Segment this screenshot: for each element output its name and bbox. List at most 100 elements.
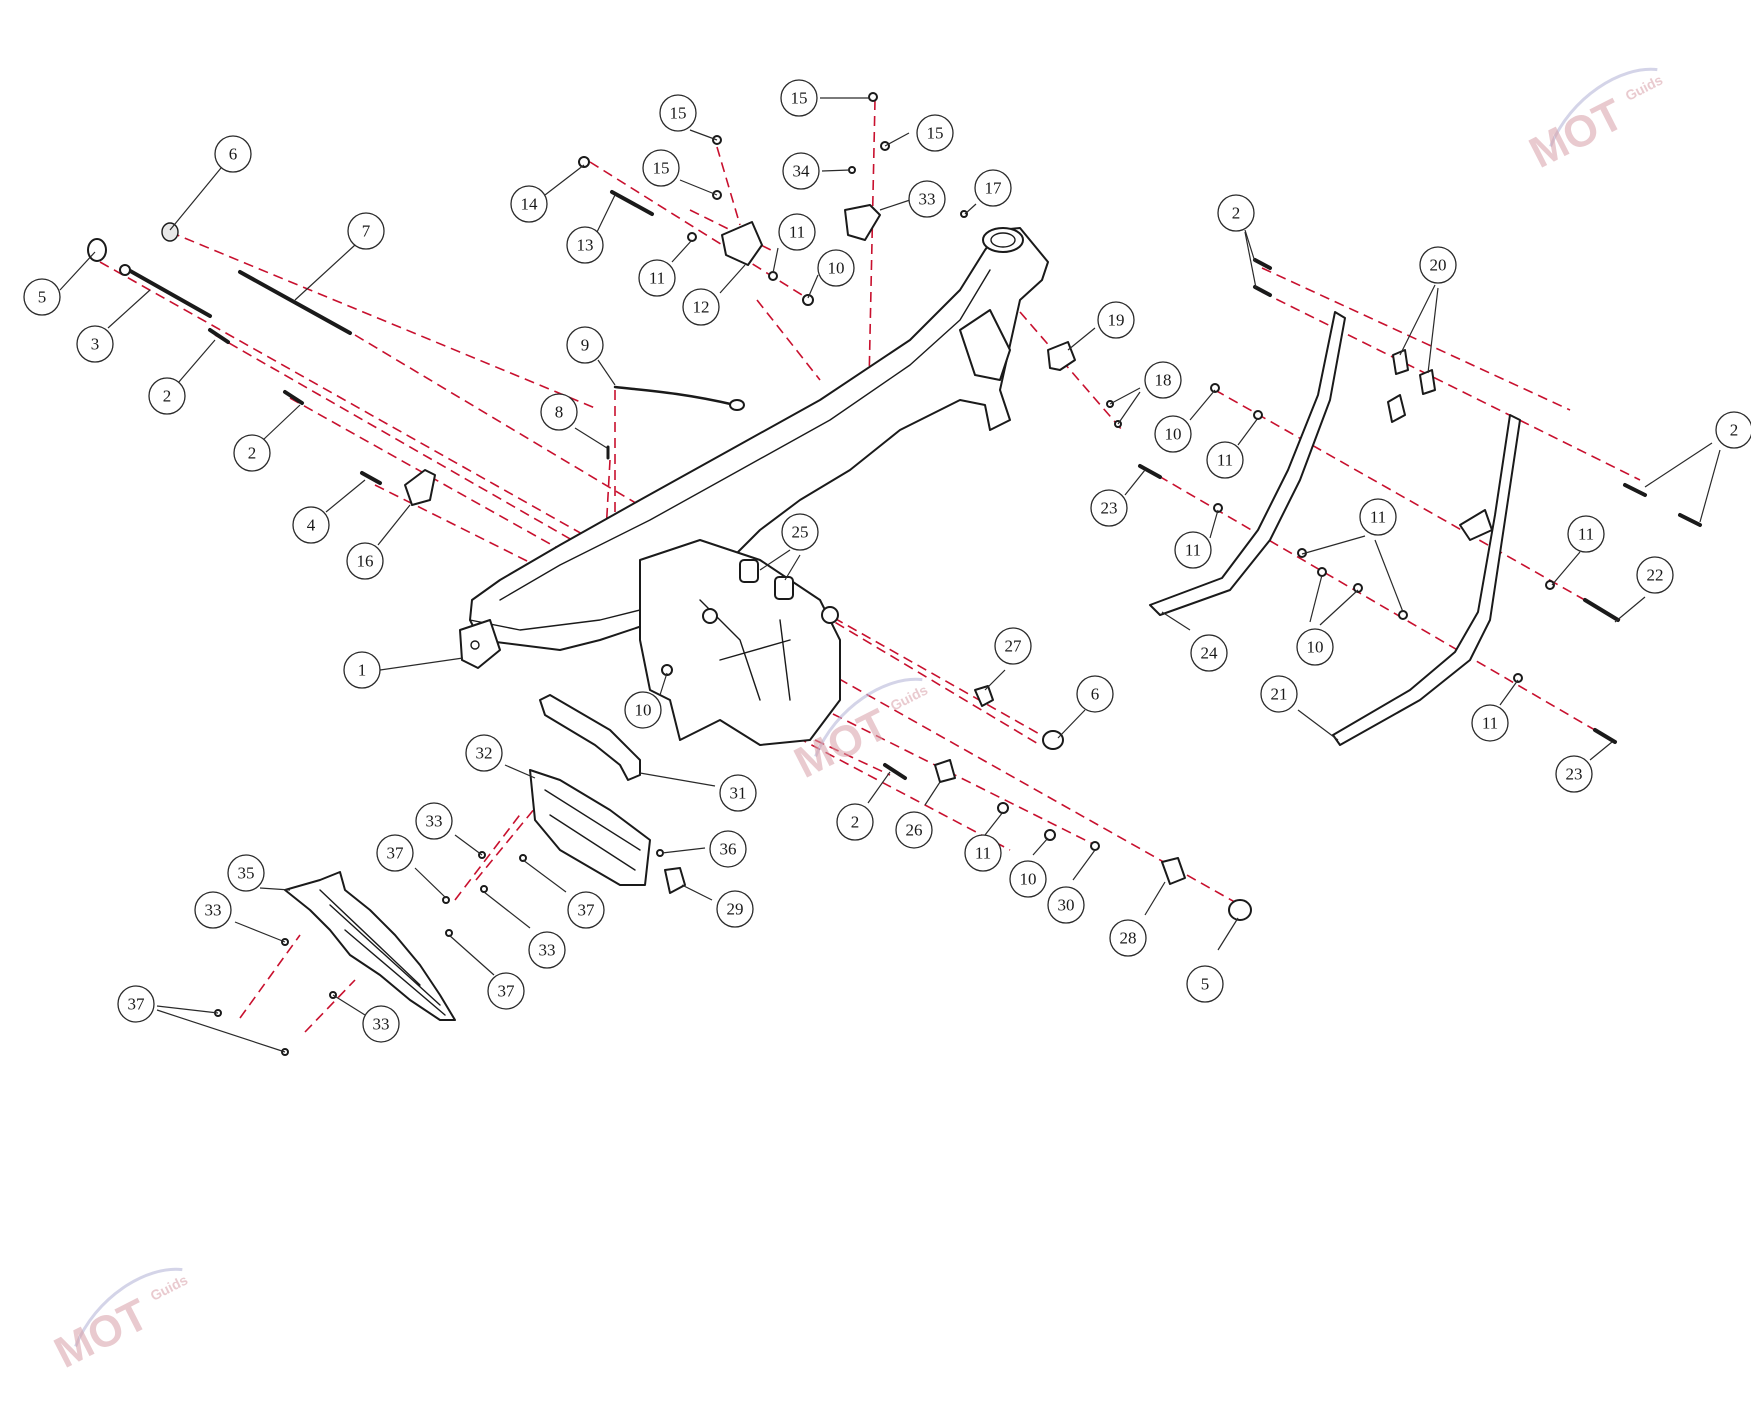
svg-text:20: 20	[1430, 256, 1447, 275]
svg-text:6: 6	[229, 145, 238, 164]
svg-text:4: 4	[307, 516, 316, 535]
leader-34	[821, 169, 851, 172]
rubber-mount-a	[739, 559, 759, 583]
bolt-2-rt-b	[1253, 285, 1272, 297]
part-26	[934, 759, 956, 783]
leader-36	[661, 847, 706, 854]
nut-14	[578, 156, 590, 168]
leader-32	[504, 764, 536, 779]
leader-23b	[1589, 741, 1613, 761]
washer-11-rt-e	[1545, 580, 1555, 590]
svg-text:11: 11	[649, 269, 665, 288]
cap-5	[87, 238, 107, 262]
clip-29	[664, 867, 686, 894]
leader-37e	[522, 859, 567, 893]
callout: 9	[566, 326, 604, 364]
cap-5-lower	[1228, 899, 1252, 921]
leader-37c	[414, 867, 447, 899]
bolt-23-b	[1593, 728, 1617, 744]
leader-11-rt-a	[1237, 417, 1259, 446]
bolt-22	[1583, 598, 1620, 622]
part-30	[1090, 841, 1100, 851]
svg-text:37: 37	[578, 901, 596, 920]
callout: 15	[780, 79, 818, 117]
callout: 37	[376, 834, 414, 872]
leader-5	[59, 251, 96, 291]
svg-text:15: 15	[791, 89, 808, 108]
svg-text:29: 29	[727, 900, 744, 919]
svg-text:10: 10	[828, 259, 845, 278]
svg-text:15: 15	[670, 104, 687, 123]
svg-text:11: 11	[1482, 714, 1498, 733]
callout: 10	[817, 249, 855, 287]
leader-10-rt-b	[1309, 574, 1323, 623]
svg-text:33: 33	[539, 941, 556, 960]
callout: 10	[1296, 628, 1334, 666]
nut-10-rt	[1210, 383, 1220, 393]
svg-text:13: 13	[577, 236, 594, 255]
part-28	[1161, 857, 1186, 885]
bracket-19	[1047, 341, 1076, 371]
svg-text:2: 2	[851, 813, 860, 832]
svg-text:2: 2	[248, 444, 257, 463]
callout: 11	[1359, 498, 1397, 536]
leader-15c	[884, 132, 910, 147]
callout: 37	[487, 972, 525, 1010]
callout: 5	[23, 278, 61, 316]
callout: 32	[465, 734, 503, 772]
screw-37-d	[445, 929, 453, 937]
leader-2-rt-d	[1699, 449, 1721, 523]
callout: 2	[148, 377, 186, 415]
leader-12	[719, 264, 746, 294]
callout: 27	[994, 627, 1032, 665]
svg-text:32: 32	[476, 744, 493, 763]
callout: 16	[346, 542, 384, 580]
callout: 2	[1715, 411, 1751, 449]
svg-text:16: 16	[357, 552, 374, 571]
callout: 3	[76, 325, 114, 363]
watermark-swoosh	[814, 677, 923, 758]
leader-26	[924, 781, 941, 806]
svg-text:10: 10	[635, 701, 652, 720]
steering-head	[982, 227, 1024, 253]
svg-text:33: 33	[919, 190, 936, 209]
svg-text:5: 5	[1201, 975, 1210, 994]
nut-10-mid	[661, 664, 673, 676]
bolt-2-rt-c	[1623, 483, 1647, 497]
callout: 23	[1555, 755, 1593, 793]
callout: 33	[194, 891, 232, 929]
frame-parts	[87, 92, 1702, 1056]
svg-text:33: 33	[205, 901, 222, 920]
axis-20a	[1261, 267, 1571, 411]
leader-17	[964, 203, 977, 215]
nut-10-rt-c	[1353, 583, 1363, 593]
callout: 22	[1636, 556, 1674, 594]
leader-33c	[454, 834, 483, 856]
svg-text:11: 11	[1217, 451, 1233, 470]
bolt-2-rt-d	[1678, 513, 1702, 527]
leader-16	[377, 504, 411, 546]
svg-text:33: 33	[426, 812, 443, 831]
leader-20a	[1399, 284, 1436, 356]
screw-33-d	[480, 885, 488, 893]
leader-33d	[483, 891, 531, 929]
svg-text:37: 37	[128, 995, 146, 1014]
svg-text:3: 3	[91, 335, 100, 354]
leader-11-rt-d	[1374, 539, 1404, 613]
leader-1	[379, 657, 464, 671]
bolt-15-top	[868, 92, 878, 102]
leader-35	[259, 887, 291, 891]
frame-boss	[821, 606, 839, 624]
leader-5-lower	[1217, 917, 1239, 951]
watermark-swoosh	[1549, 67, 1658, 148]
svg-text:9: 9	[581, 336, 590, 355]
callout: 36	[709, 830, 747, 868]
bracket-33-top	[844, 204, 881, 241]
callout: 7	[347, 212, 385, 250]
leader-31	[639, 772, 716, 787]
leader-18b	[1117, 391, 1141, 425]
leader-15b	[679, 179, 718, 196]
swingarm-mount	[702, 608, 718, 624]
